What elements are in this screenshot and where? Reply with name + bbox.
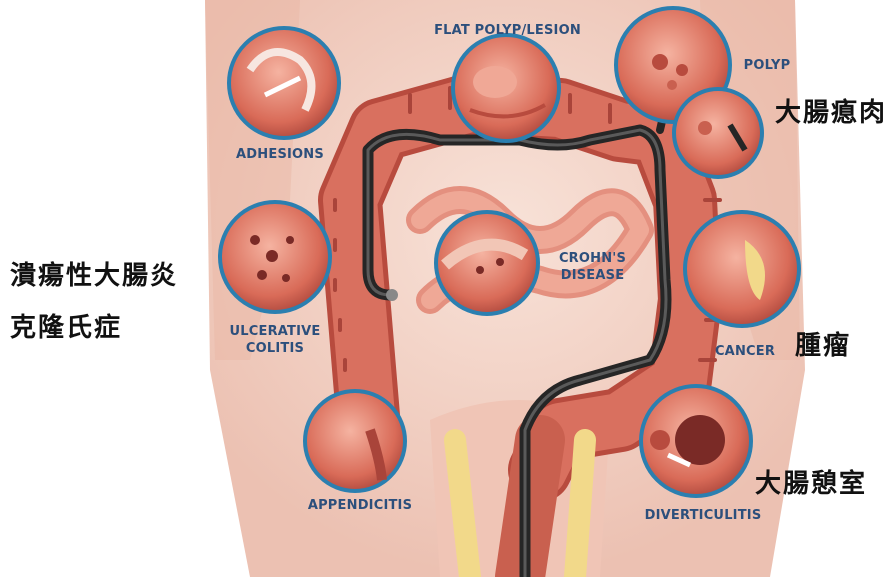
label-ulcerative-line2: COLITIS	[215, 340, 335, 357]
inset-crohns-disease	[436, 212, 538, 314]
zh-label-colon-polyp: 大腸瘜肉	[775, 92, 887, 129]
label-ulcerative-line1: ULCERATIVE	[215, 323, 335, 340]
label-cancer: CANCER	[700, 343, 790, 360]
label-appendicitis: APPENDICITIS	[295, 497, 425, 514]
label-flat-polyp: FLAT POLYP/LESION	[415, 22, 600, 39]
inset-polyp-scope	[674, 89, 762, 177]
label-adhesions: ADHESIONS	[215, 146, 345, 163]
label-diverticulitis: DIVERTICULITIS	[628, 507, 778, 524]
label-polyp: POLYP	[732, 57, 802, 74]
label-ulcerative-colitis: ULCERATIVE COLITIS	[215, 323, 335, 357]
inset-appendicitis	[305, 391, 405, 491]
inset-diverticulitis	[641, 386, 751, 496]
inset-adhesions	[229, 28, 339, 138]
zh-label-crohns-disease: 克隆氏症	[10, 307, 122, 344]
zh-label-ulcerative-colitis: 潰瘍性大腸炎	[10, 255, 178, 292]
zh-label-tumor: 腫瘤	[795, 325, 851, 362]
inset-flat-polyp	[453, 35, 559, 141]
zh-label-diverticulum: 大腸憩室	[755, 463, 867, 500]
inset-cancer	[685, 212, 799, 326]
label-crohns-line2: DISEASE	[545, 267, 640, 284]
label-crohns-disease: CROHN'S DISEASE	[545, 250, 640, 284]
inset-ulcerative-colitis	[220, 202, 330, 312]
label-crohns-line1: CROHN'S	[545, 250, 640, 267]
